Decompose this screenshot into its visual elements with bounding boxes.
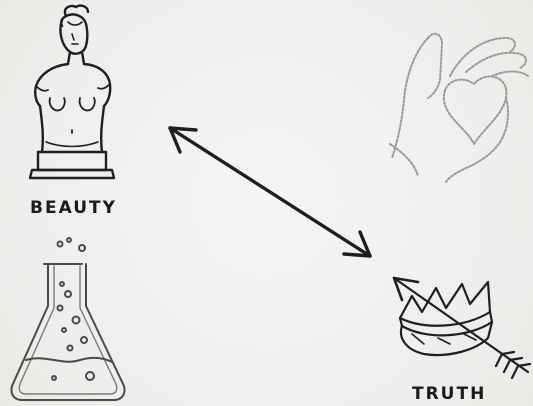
double-headed-arrow-icon — [158, 118, 382, 266]
heart-in-hand-icon — [388, 16, 533, 182]
truth-label: TRUTH — [412, 384, 486, 404]
crown-pierced-by-arrow-icon — [384, 268, 533, 380]
beauty-label: BEAUTY — [30, 198, 117, 218]
erlenmeyer-flask-icon — [6, 236, 132, 404]
venus-statue-icon — [22, 2, 132, 190]
